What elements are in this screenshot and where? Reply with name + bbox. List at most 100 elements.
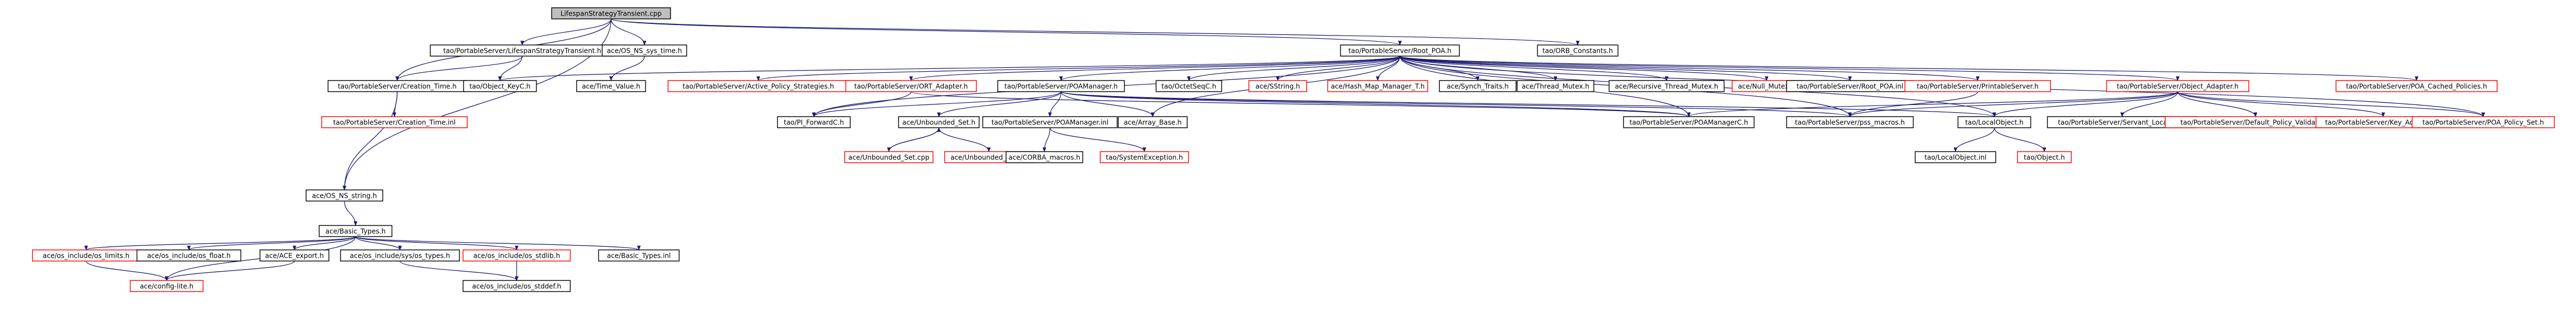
dependency-edge bbox=[1061, 91, 1996, 117]
graph-node[interactable]: ace/os_include/os_limits.h bbox=[32, 249, 141, 262]
graph-node[interactable]: tao/PortableServer/Root_POA.inl bbox=[1786, 80, 1914, 92]
graph-node[interactable]: tao/PortableServer/POA_Policy_Set.h bbox=[2412, 116, 2555, 128]
graph-node[interactable]: tao/OctetSeqC.h bbox=[1156, 80, 1222, 92]
node-label: tao/PortableServer/Active_Policy_Strateg… bbox=[683, 83, 834, 91]
node-box bbox=[463, 80, 537, 92]
graph-node[interactable]: tao/PortableServer/POAManager.inl bbox=[982, 116, 1118, 128]
graph-node[interactable]: tao/PortableServer/Active_Policy_Strateg… bbox=[667, 80, 849, 92]
graph-node[interactable]: tao/PortableServer/PrintableServer.h bbox=[1904, 80, 2051, 92]
dependency-edge bbox=[292, 236, 356, 250]
node-label: tao/PortableServer/Root_POA.h bbox=[1348, 47, 1451, 55]
dependency-edge bbox=[611, 18, 1579, 46]
dependency-edge bbox=[355, 236, 519, 250]
graph-node[interactable]: tao/PortableServer/Default_Policy_Valida… bbox=[2164, 116, 2347, 128]
graph-node[interactable]: tao/PortableServer/LifespanStrategyTrans… bbox=[429, 44, 615, 57]
graph-node[interactable]: ace/config-lite.h bbox=[129, 280, 204, 292]
graph-node[interactable]: ace/Null_Mutex.h bbox=[1732, 80, 1802, 92]
node-label: LifespanStrategyTransient.cpp bbox=[561, 10, 662, 18]
node-label: ace/os_include/os_stdlib.h bbox=[473, 252, 560, 260]
dependency-edge bbox=[1059, 56, 1400, 81]
dependency-edge bbox=[937, 91, 1062, 117]
graph-node[interactable]: tao/ORB_Constants.h bbox=[1537, 44, 1619, 57]
graph-node[interactable]: ace/ACE_export.h bbox=[259, 249, 329, 262]
dependency-edge bbox=[1061, 91, 1852, 117]
node-box bbox=[598, 249, 680, 262]
node-box bbox=[1623, 116, 1755, 128]
node-box bbox=[318, 225, 393, 237]
dependency-edge bbox=[84, 236, 356, 250]
node-label: tao/PortableServer/POAManagerC.h bbox=[1629, 119, 1748, 127]
dependency-edge bbox=[164, 260, 295, 281]
graph-node[interactable]: ace/CORBA_macros.h bbox=[1006, 151, 1083, 163]
graph-node[interactable]: ace/os_include/os_stddef.h bbox=[462, 280, 571, 292]
node-label: ace/OS_NS_sys_time.h bbox=[607, 47, 682, 55]
node-label: tao/ORB_Constants.h bbox=[1542, 47, 1613, 55]
graph-node[interactable]: ace/os_include/os_float.h bbox=[136, 249, 242, 262]
graph-node[interactable]: tao/PortableServer/Creation_Time.inl bbox=[321, 116, 468, 128]
graph-node[interactable]: tao/Object.h bbox=[2017, 151, 2072, 163]
dependency-edge bbox=[1042, 127, 1051, 152]
node-box bbox=[898, 116, 980, 128]
graph-node[interactable]: ace/Thread_Mutex.h bbox=[1517, 80, 1594, 92]
node-box bbox=[1439, 80, 1517, 92]
graph-node[interactable]: ace/Unbounded_Set.h bbox=[898, 116, 980, 128]
dependency-edge bbox=[2177, 91, 2258, 117]
graph-node[interactable]: tao/PortableServer/Object_Adapter.h bbox=[2106, 80, 2249, 92]
graph-node[interactable]: tao/Object_KeyC.h bbox=[463, 80, 537, 92]
node-box bbox=[602, 44, 687, 57]
node-box bbox=[306, 189, 383, 202]
node-box bbox=[1517, 80, 1594, 92]
graph-node[interactable]: tao/PortableServer/Servant_Location.h bbox=[2047, 116, 2198, 128]
graph-node[interactable]: tao/PortableServer/Root_POA.h bbox=[1340, 44, 1460, 57]
graph-node[interactable]: ace/Array_Base.h bbox=[1118, 116, 1188, 128]
graph-node[interactable]: ace/Recursive_Thread_Mutex.h bbox=[1608, 80, 1725, 92]
dependency-edge bbox=[888, 127, 941, 152]
graph-node[interactable]: ace/os_include/sys/os_types.h bbox=[340, 249, 460, 262]
node-label: ace/Unbounded_Set.cpp bbox=[848, 154, 929, 162]
graph-node[interactable]: tao/PortableServer/POA_Cached_Policies.h bbox=[2335, 80, 2498, 92]
node-label: ace/OS_NS_string.h bbox=[312, 192, 377, 200]
node-label: ace/CORBA_macros.h bbox=[1008, 154, 1080, 162]
dependency-edge bbox=[86, 260, 169, 281]
dependency-edge bbox=[344, 200, 358, 226]
graph-node[interactable]: ace/os_include/os_stdlib.h bbox=[462, 249, 571, 262]
graph-node[interactable]: tao/PI_ForwardC.h bbox=[777, 116, 851, 128]
graph-node[interactable]: ace/SString.h bbox=[1248, 80, 1307, 92]
node-label: ace/os_include/os_float.h bbox=[147, 252, 231, 260]
node-label: tao/PortableServer/POA_Cached_Policies.h bbox=[2346, 83, 2487, 91]
graph-node[interactable]: tao/PortableServer/Creation_Time.h bbox=[327, 80, 467, 92]
graph-node[interactable]: tao/LocalObject.inl bbox=[1914, 151, 1997, 163]
graph-node[interactable]: tao/SystemException.h bbox=[1099, 151, 1189, 163]
graph-node[interactable]: ace/Basic_Types.h bbox=[318, 225, 393, 237]
graph-node[interactable]: ace/Hash_Map_Manager_T.h bbox=[1327, 80, 1428, 92]
node-label: ace/Basic_Types.inl bbox=[607, 252, 671, 260]
graph-node[interactable]: tao/PortableServer/ORT_Adapter.h bbox=[845, 80, 977, 92]
dependency-edge bbox=[395, 56, 523, 81]
graph-node[interactable]: LifespanStrategyTransient.cpp bbox=[551, 7, 671, 19]
node-label: ace/config-lite.h bbox=[140, 283, 194, 290]
node-label: tao/PortableServer/Default_Policy_Valida… bbox=[2180, 119, 2330, 127]
graph-node[interactable]: tao/LocalObject.h bbox=[1957, 116, 2032, 128]
dependency-edge bbox=[520, 18, 612, 46]
node-box bbox=[576, 80, 646, 92]
graph-node[interactable]: tao/PortableServer/POAManagerC.h bbox=[1623, 116, 1755, 128]
graph-node[interactable]: ace/OS_NS_string.h bbox=[306, 189, 383, 202]
node-label: ace/Recursive_Thread_Mutex.h bbox=[1615, 83, 1718, 91]
graph-node[interactable]: ace/Time_Value.h bbox=[576, 80, 646, 92]
dependency-edge bbox=[1049, 127, 1147, 152]
node-box bbox=[1537, 44, 1619, 57]
node-label: ace/os_include/os_stddef.h bbox=[472, 283, 561, 290]
dependency-edge bbox=[611, 18, 647, 46]
graph-node[interactable]: ace/Synch_Traits.h bbox=[1439, 80, 1517, 92]
graph-node[interactable]: ace/Unbounded_Set.cpp bbox=[844, 151, 934, 163]
graph-node[interactable]: ace/Basic_Types.inl bbox=[598, 249, 680, 262]
graph-node[interactable]: tao/PortableServer/pss_macros.h bbox=[1786, 116, 1914, 128]
node-label: tao/Object.h bbox=[2024, 154, 2065, 162]
node-box bbox=[2106, 80, 2249, 92]
node-box bbox=[1914, 151, 1997, 163]
node-label: tao/PortableServer/ORT_Adapter.h bbox=[854, 83, 968, 91]
graph-node[interactable]: tao/PortableServer/POAManager.h bbox=[997, 80, 1125, 92]
graph-node[interactable]: ace/OS_NS_sys_time.h bbox=[602, 44, 687, 57]
node-label: ace/Array_Base.h bbox=[1124, 119, 1182, 127]
node-box bbox=[462, 249, 571, 262]
